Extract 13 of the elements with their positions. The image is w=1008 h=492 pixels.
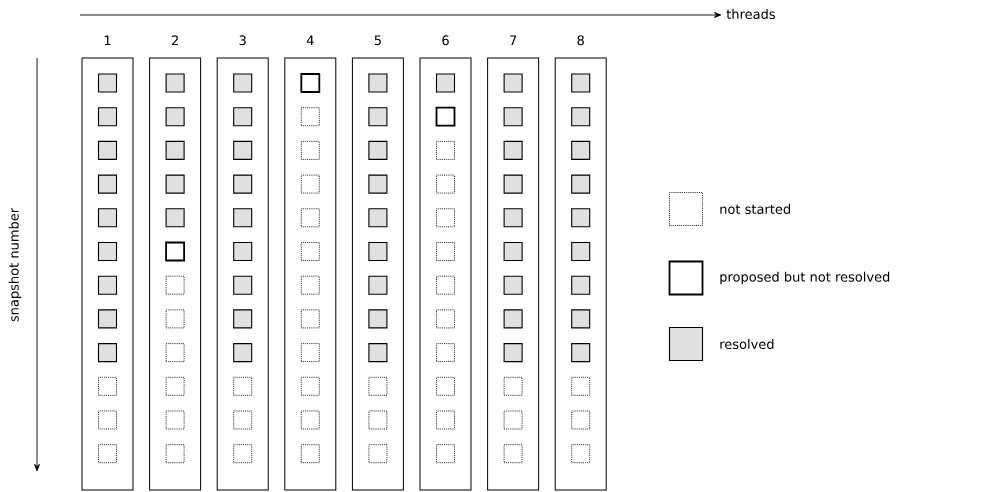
column-number: 2 xyxy=(171,35,178,45)
column-number: 3 xyxy=(239,35,246,46)
column-number: 4 xyxy=(306,35,314,45)
column-number: 1 xyxy=(104,35,111,45)
column-number: 8 xyxy=(577,35,584,46)
legend-label: proposed but not resolved xyxy=(720,271,890,285)
axis-label: snapshot number xyxy=(8,207,22,322)
column-number: 7 xyxy=(510,35,517,45)
legend-label: resolved xyxy=(720,338,774,350)
legend-label: not started xyxy=(720,203,790,215)
axis-label: threads xyxy=(726,8,775,20)
column-number: 6 xyxy=(442,35,449,46)
column-number: 5 xyxy=(374,35,381,46)
